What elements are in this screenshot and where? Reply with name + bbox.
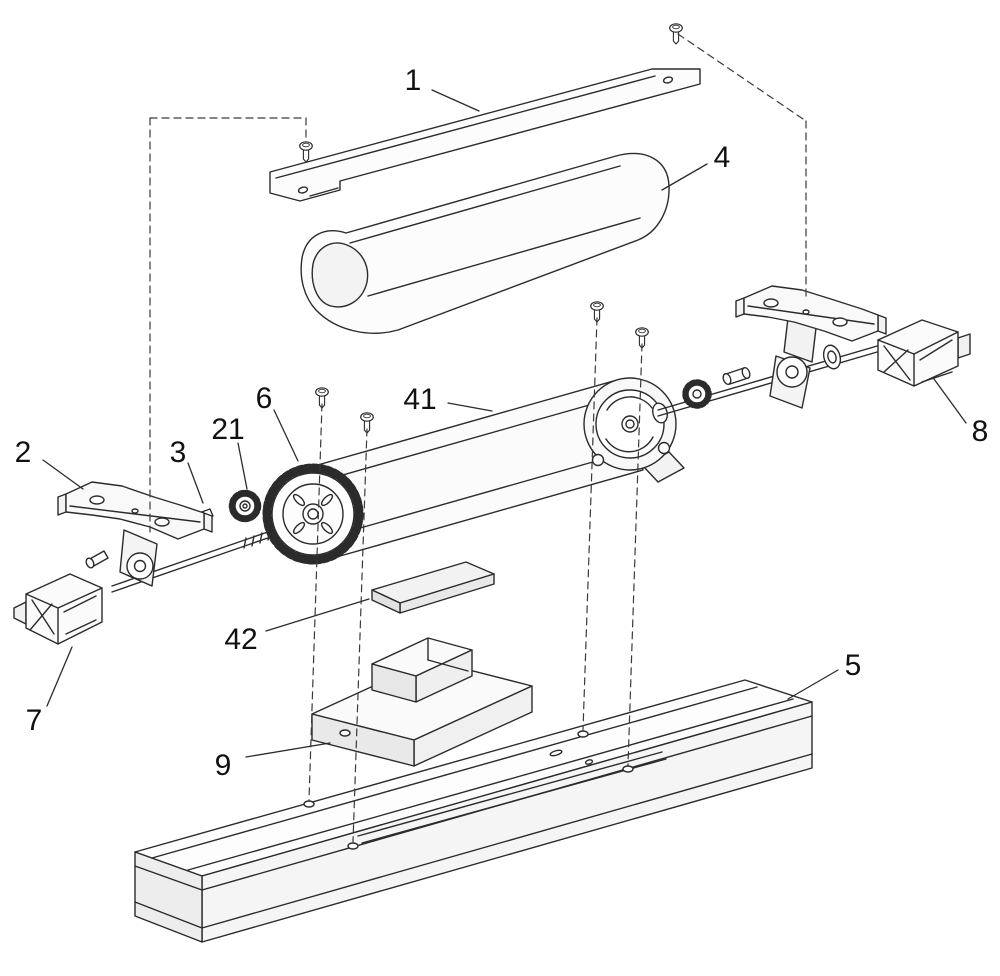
part-label-7: 7 xyxy=(26,704,43,737)
base-screw-hole xyxy=(622,765,634,773)
part-label-42: 42 xyxy=(224,623,257,656)
base-screw-hole xyxy=(577,730,589,738)
part-label-4: 4 xyxy=(714,141,731,174)
bracket-hole xyxy=(154,517,170,527)
part-label-21: 21 xyxy=(211,413,244,446)
leader-line-21 xyxy=(237,442,248,490)
part-42-pad xyxy=(371,561,495,614)
base-slot xyxy=(549,749,563,757)
screw-icon xyxy=(669,23,683,45)
leader-line-6 xyxy=(273,409,299,462)
leader-line-9 xyxy=(245,742,331,758)
part-label-1: 1 xyxy=(405,64,422,97)
labels-layer: 1 4 41 6 21 3 2 8 7 42 9 5 xyxy=(15,64,989,782)
assembly-guide-lines xyxy=(149,33,807,843)
part-label-3: 3 xyxy=(170,436,187,469)
block-hole xyxy=(339,729,351,737)
bracket-hole xyxy=(832,317,848,327)
base-screw-hole xyxy=(303,800,315,808)
part-4-cover xyxy=(300,152,670,334)
part-label-6: 6 xyxy=(256,382,273,415)
left-shaft-assembly xyxy=(13,481,289,645)
part-2-left-bracket xyxy=(57,481,213,587)
base-screw-hole xyxy=(347,842,359,850)
part-label-8: 8 xyxy=(972,415,989,448)
part-1-mounting-plate xyxy=(269,68,701,202)
bracket-hole xyxy=(89,495,105,505)
part-label-9: 9 xyxy=(215,749,232,782)
right-shaft-assembly xyxy=(657,285,971,417)
part-label-41: 41 xyxy=(403,383,436,416)
bracket-hole xyxy=(763,298,779,308)
bracket-hole xyxy=(131,508,139,514)
base-slot xyxy=(584,759,594,765)
part-label-5: 5 xyxy=(845,649,862,682)
right-spacer-cylinder xyxy=(722,366,751,386)
leader-line-5 xyxy=(787,669,839,700)
screw-icon xyxy=(299,141,313,163)
part-6-gear-disc xyxy=(262,463,364,565)
part-41-motor-body xyxy=(262,377,685,565)
part-label-2: 2 xyxy=(15,436,32,469)
part-7-left-connector xyxy=(13,573,103,645)
leader-line-41 xyxy=(447,402,493,412)
leader-line-3 xyxy=(187,462,204,504)
bracket-hole xyxy=(802,309,810,315)
leader-line-8 xyxy=(933,378,967,424)
part-8-right-connector xyxy=(877,319,971,387)
plate-screw-hole xyxy=(297,186,309,194)
leader-line-4 xyxy=(661,163,708,191)
leader-line-42 xyxy=(265,598,370,632)
leader-line-2 xyxy=(42,459,84,490)
leader-line-1 xyxy=(431,89,480,112)
part-21-gear xyxy=(228,489,262,523)
right-small-gear xyxy=(682,379,712,409)
plate-screw-hole xyxy=(662,76,674,84)
leader-line-7 xyxy=(46,646,73,707)
right-mounting-bracket xyxy=(735,285,887,409)
part-9-support-block xyxy=(311,637,533,767)
part-5-base-rail xyxy=(134,679,813,943)
